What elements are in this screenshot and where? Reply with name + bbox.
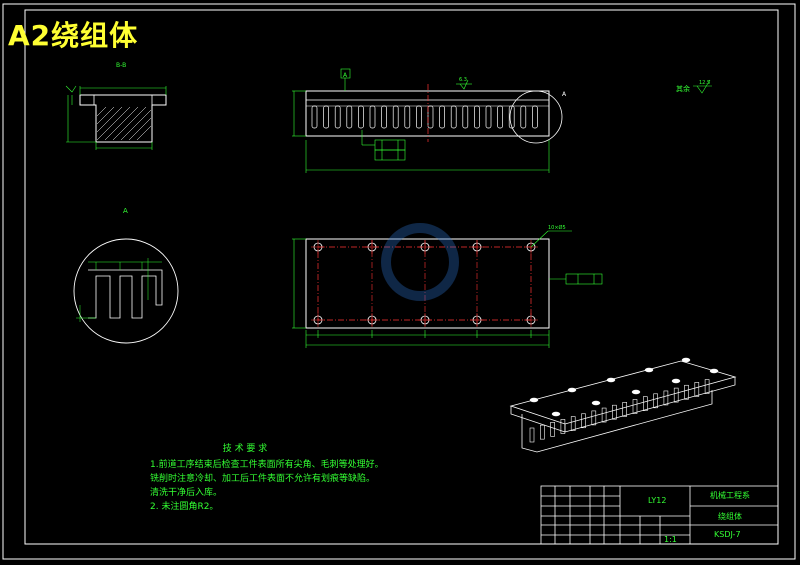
hole-note: 10×Ø5 bbox=[548, 224, 566, 231]
mounting-hole bbox=[311, 240, 325, 254]
iso-hole bbox=[567, 387, 577, 393]
slot bbox=[416, 105, 422, 129]
slot bbox=[462, 105, 469, 129]
iso-slot bbox=[642, 396, 648, 411]
iso-slot bbox=[591, 410, 597, 426]
slot bbox=[497, 105, 503, 129]
slot bbox=[450, 105, 457, 129]
iso-hole bbox=[671, 378, 681, 384]
roughness-note bbox=[693, 79, 712, 94]
title-block-part-name: 绕组体 bbox=[718, 512, 742, 521]
iso-slot bbox=[570, 416, 576, 431]
slot bbox=[392, 105, 399, 129]
iso-slot bbox=[673, 387, 679, 403]
iso-slot bbox=[529, 427, 535, 443]
title-block-scale: 1:1 bbox=[664, 535, 677, 544]
datum-label: A bbox=[343, 72, 348, 79]
roughness-note-text: 其余 bbox=[676, 84, 690, 93]
detail-ref-label: A bbox=[562, 91, 567, 98]
isometric-view bbox=[509, 357, 737, 453]
roughness-top: 6.3 bbox=[459, 77, 467, 83]
iso-slot bbox=[663, 390, 669, 406]
tech-requirements: 技 术 要 求 1.前道工序结束后检查工件表面所有尖角、毛刺等处理好。 铣削时注… bbox=[150, 442, 384, 514]
mounting-hole bbox=[365, 313, 379, 327]
iso-hole bbox=[591, 400, 601, 406]
mounting-hole bbox=[311, 313, 325, 327]
inner-frame bbox=[24, 9, 779, 545]
slot bbox=[508, 105, 515, 129]
mounting-hole bbox=[470, 313, 484, 327]
mounting-hole bbox=[365, 240, 379, 254]
iso-slot bbox=[560, 419, 566, 434]
mounting-hole bbox=[418, 313, 432, 327]
slot bbox=[474, 105, 480, 129]
title-block-drawing-no: KSDJ-7 bbox=[714, 530, 741, 539]
mounting-hole bbox=[418, 240, 432, 254]
slot bbox=[532, 105, 538, 129]
slot bbox=[346, 105, 353, 129]
slot bbox=[439, 105, 445, 129]
slot bbox=[323, 105, 329, 129]
iso-hole bbox=[644, 367, 654, 373]
slot bbox=[381, 105, 387, 129]
outer-frame bbox=[2, 3, 796, 560]
iso-slot bbox=[622, 402, 628, 417]
iso-hole bbox=[551, 411, 561, 417]
slot bbox=[427, 105, 434, 129]
roughness-main-value: 12.5 bbox=[699, 80, 710, 86]
slot bbox=[334, 105, 341, 129]
section-view: B-B bbox=[65, 62, 167, 150]
slot bbox=[520, 105, 527, 129]
detail-view-label: A bbox=[123, 207, 128, 215]
front-view: A A 6.3 bbox=[292, 68, 567, 173]
detail-view-a: A bbox=[73, 207, 179, 344]
iso-slot bbox=[704, 379, 710, 394]
mounting-hole bbox=[524, 313, 538, 327]
iso-slot bbox=[550, 421, 555, 437]
iso-slot bbox=[612, 404, 617, 420]
title-block-material: LY12 bbox=[648, 496, 667, 505]
iso-slot bbox=[684, 384, 689, 400]
page-title: A2绕组体 bbox=[8, 19, 139, 52]
mounting-hole bbox=[470, 240, 484, 254]
iso-hole bbox=[529, 397, 539, 403]
slot bbox=[369, 105, 376, 129]
section-view-label: B-B bbox=[116, 62, 126, 69]
top-view: 10×Ø5 bbox=[292, 224, 603, 348]
tech-requirements-heading: 技 术 要 求 bbox=[222, 444, 268, 454]
iso-slot bbox=[581, 413, 586, 429]
slot bbox=[358, 105, 364, 129]
iso-slot bbox=[653, 393, 658, 409]
title-block-company: 机械工程系 bbox=[710, 491, 750, 500]
iso-slot bbox=[694, 382, 700, 397]
tech-item: 2. 未注圆角R2。 bbox=[150, 502, 219, 512]
slot bbox=[404, 105, 411, 129]
tech-item: 清洗干净后入库。 bbox=[150, 488, 223, 498]
watermark-logo bbox=[381, 223, 459, 301]
slot bbox=[311, 105, 318, 129]
tech-item: 铣削时注意冷却、加工后工件表面不允许有划痕等缺陷。 bbox=[150, 474, 376, 484]
iso-hole bbox=[681, 357, 691, 363]
iso-hole bbox=[631, 389, 641, 395]
iso-hole bbox=[709, 368, 719, 374]
iso-slot bbox=[539, 424, 545, 440]
iso-slot bbox=[632, 399, 638, 414]
title-block bbox=[540, 485, 779, 545]
iso-slot bbox=[601, 407, 607, 423]
iso-hole bbox=[606, 377, 616, 383]
slot bbox=[485, 105, 492, 129]
tech-item: 1.前道工序结束后检查工件表面所有尖角、毛刺等处理好。 bbox=[150, 460, 384, 470]
